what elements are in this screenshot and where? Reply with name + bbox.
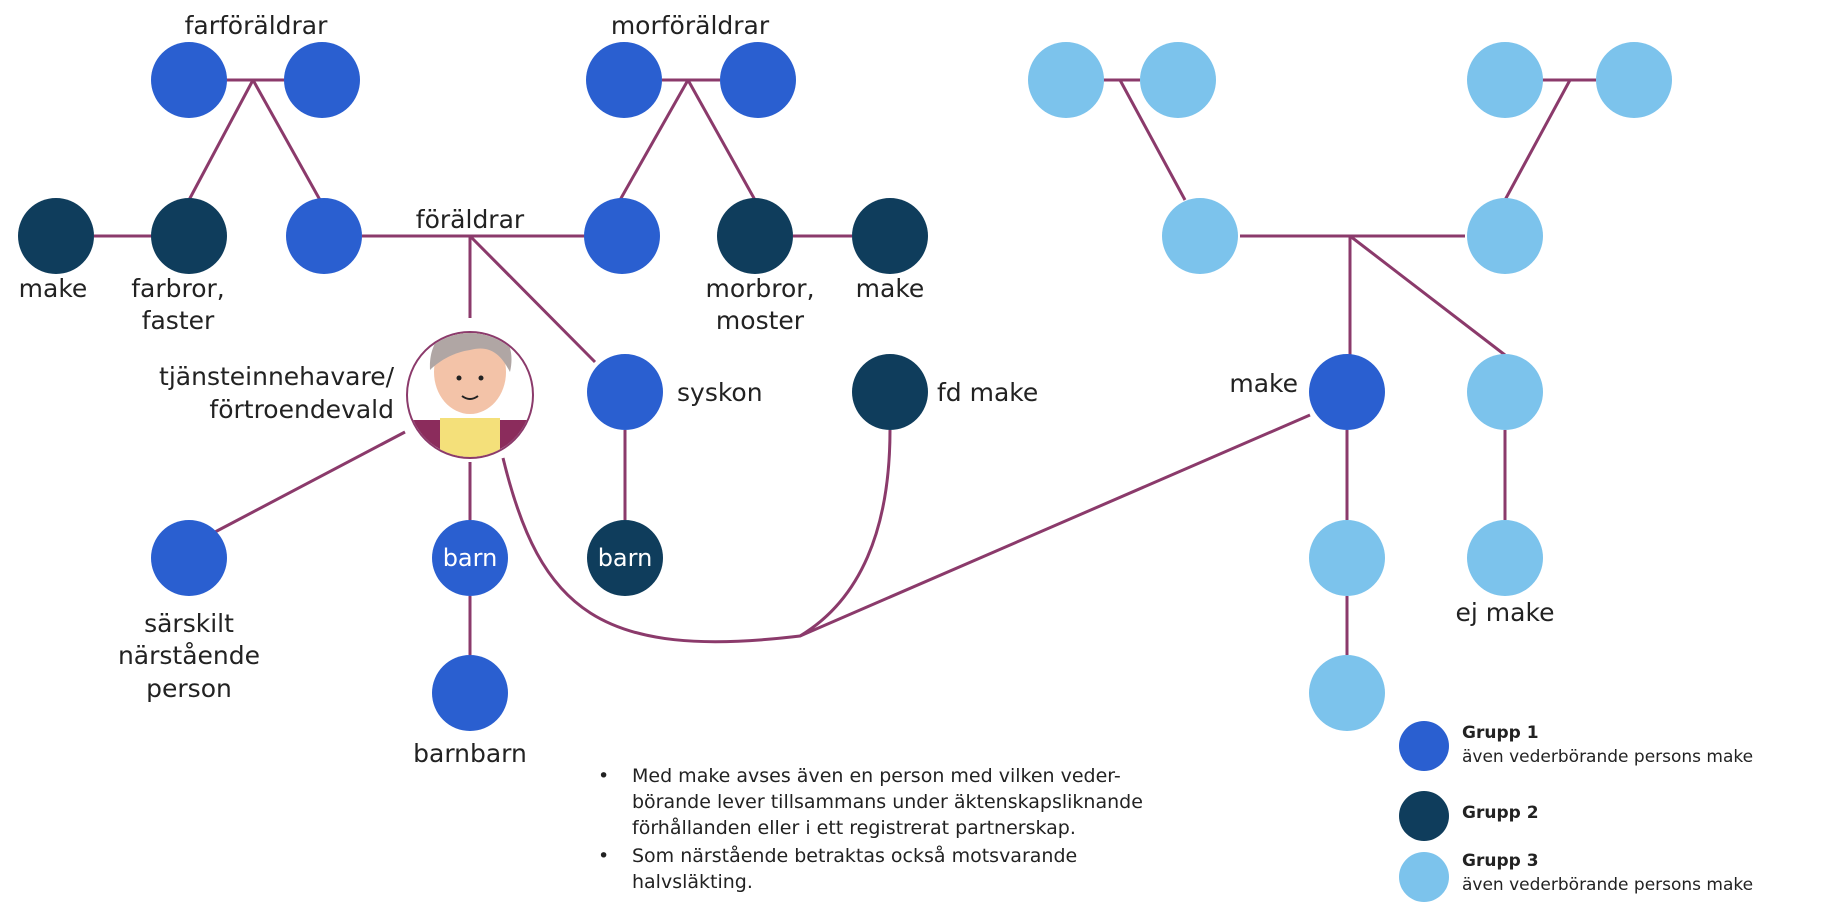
edge-self-to-sarskilt [214,430,406,534]
edge-farforaldrar-to-parent [251,79,322,201]
label-tjanst-line2: förtroendevald [209,395,394,424]
label-make-morbror: make [856,274,925,303]
label-farforaldrar: farföräldrar [185,11,329,40]
legend-group1-title: Grupp 1 [1462,723,1539,743]
node-morforalder-2 [720,42,796,118]
node-barnbarn [432,655,508,731]
edge-parents-to-syskon [468,234,597,364]
label-farbror-line1: farbror, [131,274,225,303]
label-syskon: syskon [677,378,763,407]
node-spouse-grandchild [1309,655,1385,731]
legend-swatch-group2 [1399,791,1449,841]
node-make-left [18,198,94,274]
node-parent-mother [584,198,660,274]
legend-swatch-group3 [1399,852,1449,902]
label-sarskilt-line3: person [146,674,232,703]
note1-bullet: • [598,765,609,787]
node-sarskilt [151,520,227,596]
label-make-left: make [19,274,88,303]
footnotes: • Med make avses även en person med vilk… [598,765,1143,893]
edge-morforaldrar-to-parent [618,79,690,201]
label-barn-sibling: barn [598,544,653,572]
legend-swatch-group1 [1399,721,1449,771]
node-spouse-gp-2 [1140,42,1216,118]
label-barn-own: barn [443,544,498,572]
label-foraldrar: föräldrar [416,205,525,234]
note1-line2: börande lever tillsammans under äktenska… [632,791,1143,813]
label-ej-make: ej make [1456,598,1555,627]
edge-farforaldrar-to-farbror [187,79,255,201]
label-fd-make: fd make [937,378,1038,407]
label-spouse-make: make [1229,369,1298,398]
node-fd-make [852,354,928,430]
note2-bullet: • [598,845,609,867]
note2-line2: halvsläkting. [632,871,753,893]
node-spouse-child [1309,520,1385,596]
label-farbror-line2: faster [142,306,215,335]
node-spouse-parent-2 [1467,198,1543,274]
node-spouse-sibling-child [1467,520,1543,596]
note2-line1: Som närstående betraktas också motsvaran… [632,844,1077,867]
label-sarskilt-line2: närstående [118,641,260,670]
node-make-morbror [852,198,928,274]
node-self-avatar [406,331,534,459]
person-nodes [18,42,1672,731]
node-spouse-make [1309,354,1385,430]
note1-line3: förhållanden eller i ett registrerat par… [632,816,1076,839]
node-spouse-gp-1 [1028,42,1104,118]
note1-line1: Med make avses även en person med vilken… [632,765,1121,787]
node-spouse-gp-3 [1467,42,1543,118]
legend-group1-desc: även vederbörande persons make [1462,747,1753,767]
node-farforalder-1 [151,42,227,118]
node-farbror [151,198,227,274]
legend: Grupp 1 även vederbörande persons make G… [1399,721,1753,902]
node-farforalder-2 [284,42,360,118]
label-morforaldrar: morföräldrar [611,11,770,40]
node-labels: farföräldrar morföräldrar föräldrar make… [19,11,1555,768]
node-morforalder-1 [586,42,662,118]
edge-spouse-gp-left-to-parent [1118,79,1187,201]
edge-spouse-parents-to-sibling [1349,234,1506,357]
label-morbror-line1: morbror, [705,274,814,303]
edge-fdmake-curve [799,429,892,638]
label-sarskilt-line1: särskilt [144,609,234,638]
label-barnbarn: barnbarn [413,739,527,768]
legend-group2-title: Grupp 2 [1462,803,1539,823]
node-spouse-sibling [1467,354,1543,430]
node-barn-sibling [587,520,663,596]
node-barn-own [432,520,508,596]
node-spouse-gp-4 [1596,42,1672,118]
node-spouse-parent-1 [1162,198,1238,274]
edge-spouse-gp-right-to-parent [1503,79,1572,201]
edge-self-to-make-curve [501,413,1311,644]
edge-morforaldrar-to-morbror [686,79,757,201]
connector-lines [94,78,1596,655]
legend-group3-title: Grupp 3 [1462,851,1539,871]
node-syskon [587,354,663,430]
legend-group3-desc: även vederbörande persons make [1462,875,1753,895]
node-morbror [717,198,793,274]
node-parent-father [286,198,362,274]
label-tjanst-line1: tjänsteinnehavare/ [159,362,395,391]
label-morbror-line2: moster [716,306,805,335]
